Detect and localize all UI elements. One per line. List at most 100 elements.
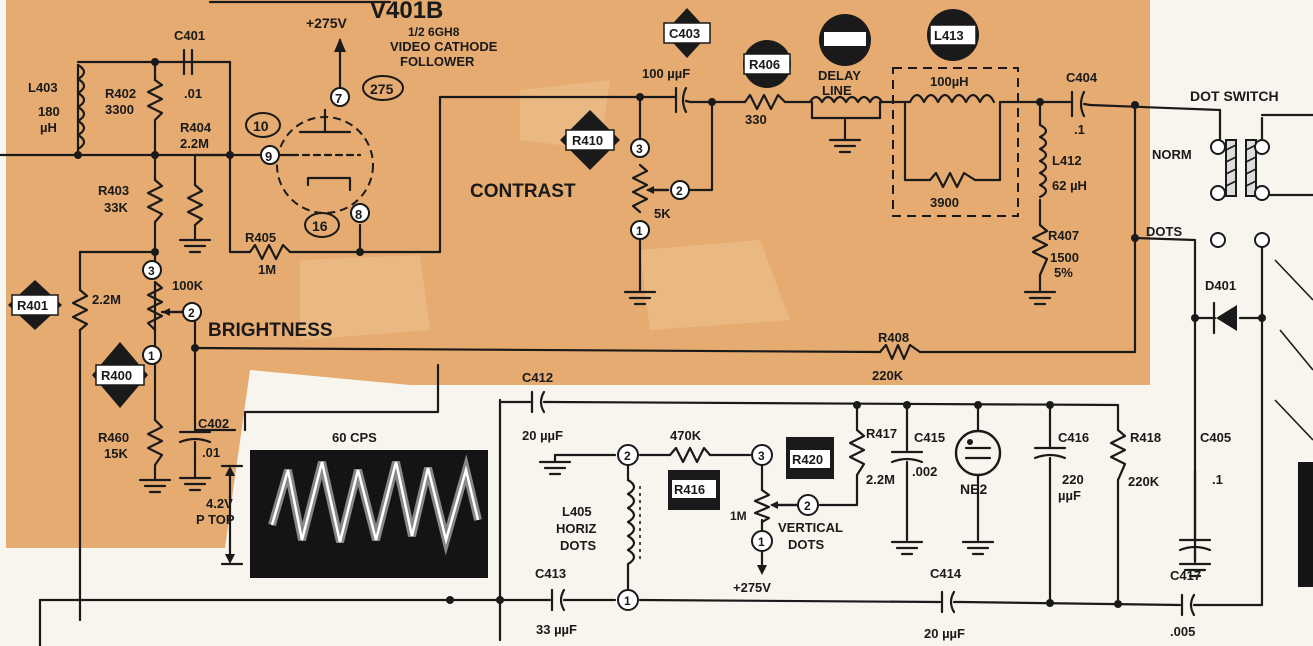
vertical-dots-1: VERTICAL <box>778 520 843 535</box>
inductors <box>76 63 1048 566</box>
ground-symbol <box>890 540 924 556</box>
tube-v-cathode: 16 <box>312 218 328 234</box>
label-l405-1: L405 <box>562 504 592 519</box>
brightness-pin1: 1 <box>148 349 155 363</box>
tag-r406: R406 <box>749 57 780 72</box>
tag-r401: R401 <box>17 298 48 313</box>
dot-switch <box>1210 139 1270 248</box>
label-r416-value: 470K <box>670 428 702 443</box>
contrast-value: 5K <box>654 206 671 221</box>
resistor-r460 <box>146 418 164 467</box>
value-c413: 33 µµF <box>536 622 577 637</box>
vertical-dots-2: DOTS <box>788 537 824 552</box>
label-c415: C415 <box>914 430 945 445</box>
value-c416-2: µµF <box>1058 488 1081 503</box>
label-r418: R418 <box>1130 430 1161 445</box>
inductor-l405 <box>626 478 636 566</box>
resistor-r402 <box>146 78 164 122</box>
label-l405-3: DOTS <box>560 538 596 553</box>
labels: V401B 1/2 6GH8 VIDEO CATHODE FOLLOWER +2… <box>17 0 1279 641</box>
contrast-pin3: 3 <box>636 142 643 156</box>
resistor-r418 <box>1109 428 1127 482</box>
pin-l405-top: 2 <box>624 449 631 463</box>
value-c414: 20 µµF <box>924 626 965 641</box>
resistor-3900 <box>928 171 977 189</box>
capacitor-c401 <box>182 48 194 76</box>
supply-arrow <box>334 38 346 52</box>
capacitor-c417 <box>1180 593 1202 617</box>
scope-freq: 60 CPS <box>332 430 377 445</box>
tube-pin-cathode: 8 <box>355 207 362 222</box>
value-r406: 330 <box>745 112 767 127</box>
value-c403: 100 µµF <box>642 66 690 81</box>
ground-symbol <box>961 540 995 556</box>
value-r404: 2.2M <box>180 136 209 151</box>
label-c405: C405 <box>1200 430 1231 445</box>
tag-l413: L413 <box>934 28 964 43</box>
tag-r400: R400 <box>101 368 132 383</box>
highlight-region <box>6 0 1150 548</box>
label-r408: R408 <box>878 330 909 345</box>
capacitor-c412 <box>530 390 552 414</box>
tag-r410: R410 <box>572 133 603 148</box>
value-c416-1: 220 <box>1062 472 1084 487</box>
label-ne2: NE2 <box>960 481 987 497</box>
l413-shield-box <box>892 67 1019 217</box>
ground-symbol <box>1023 290 1057 306</box>
vertical-pot-supply: +275V <box>733 580 771 595</box>
tube-supply: +275V <box>306 15 348 31</box>
inductor-l412 <box>1038 123 1048 199</box>
ground-symbol <box>138 478 172 494</box>
resistor-r407 <box>1031 223 1049 277</box>
capacitor-c402 <box>178 430 212 464</box>
brightness-label: BRIGHTNESS <box>208 320 333 341</box>
value-r417: 2.2M <box>866 472 895 487</box>
ground-symbol <box>538 453 572 476</box>
tube-v401b <box>276 38 374 214</box>
value-c412: 20 µµF <box>522 428 563 443</box>
vertical-pot-value: 1M <box>730 509 747 523</box>
vertical-pin3: 3 <box>758 449 765 463</box>
pin-markers <box>142 75 819 611</box>
label-l405-2: HORIZ <box>556 521 597 536</box>
value-c401: .01 <box>184 86 202 101</box>
label-l403: L403 <box>28 80 58 95</box>
value-r402: 3300 <box>105 102 134 117</box>
brightness-pin3: 3 <box>148 264 155 278</box>
label-c412: C412 <box>522 370 553 385</box>
label-c402: C402 <box>198 416 229 431</box>
value-c417: .005 <box>1170 624 1195 639</box>
brightness-pin2: 2 <box>188 306 195 320</box>
label-r407: R407 <box>1048 228 1079 243</box>
label-r460: R460 <box>98 430 129 445</box>
value-l413: 100µH <box>930 74 969 89</box>
inductor-l403 <box>76 63 86 151</box>
right-edge-hatching <box>1274 259 1313 441</box>
label-c416: C416 <box>1058 430 1089 445</box>
tube-pin-plate: 7 <box>335 91 342 106</box>
capacitor-c405 <box>1178 538 1212 564</box>
label-r403: R403 <box>98 183 129 198</box>
resistor-r406 <box>743 93 787 111</box>
value-c402: .01 <box>202 445 220 460</box>
junction-dots <box>74 58 1266 608</box>
capacitors <box>178 48 1212 617</box>
value-l403-2: µH <box>40 120 57 135</box>
label-c414: C414 <box>930 566 962 581</box>
tube-name: V401B <box>370 0 443 24</box>
tag-r416: R416 <box>674 482 705 497</box>
tag-c403: C403 <box>669 26 700 41</box>
dot-switch-title: DOT SWITCH <box>1190 88 1279 104</box>
resistor-r401 <box>71 288 89 332</box>
resistor-r416 <box>668 446 712 464</box>
right-edge-block <box>1298 462 1313 587</box>
value-r407-2: 5% <box>1054 265 1073 280</box>
delay-line-2: LINE <box>822 83 852 98</box>
resistor-r405 <box>248 243 292 261</box>
tube-v-grid: 10 <box>253 118 269 134</box>
brightness-value: 100K <box>172 278 204 293</box>
resistor-brightness-pot <box>146 280 164 332</box>
scope-trace-panel <box>220 450 488 578</box>
ground-symbol <box>178 476 212 492</box>
